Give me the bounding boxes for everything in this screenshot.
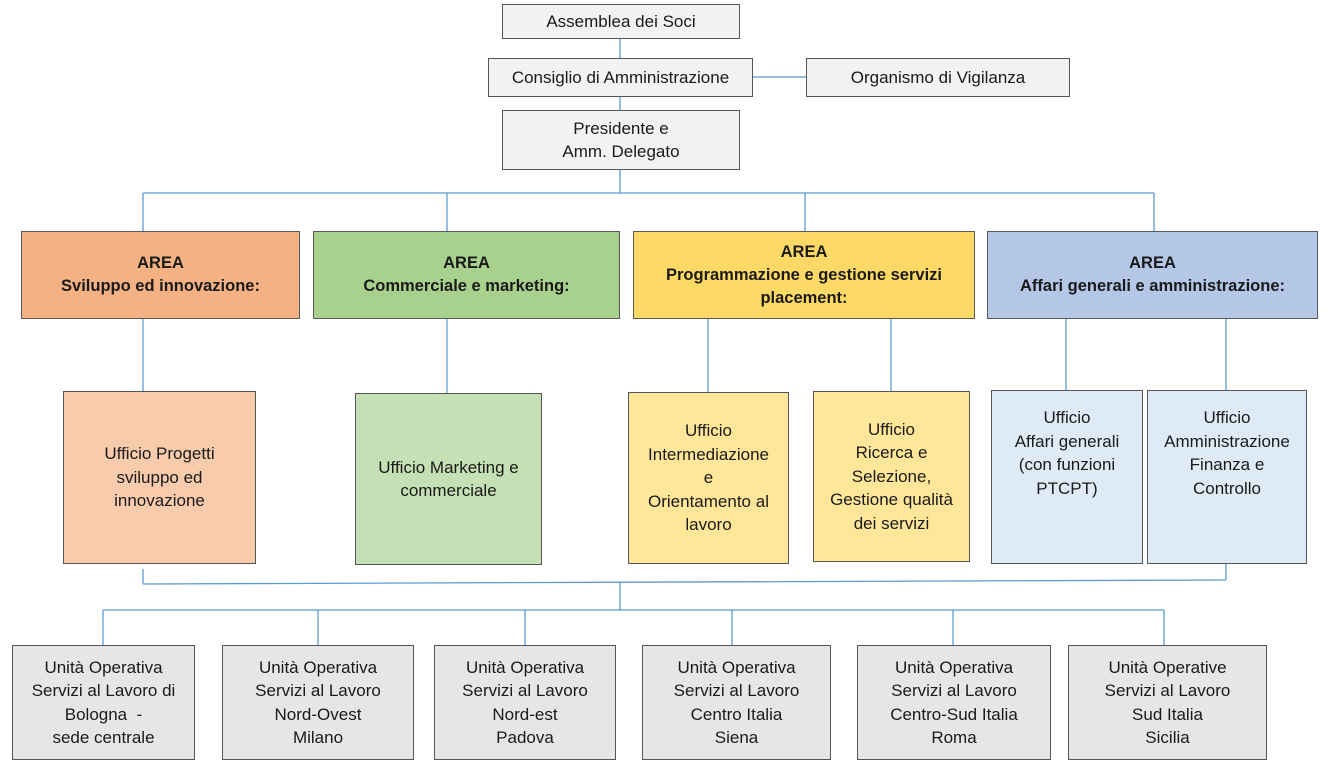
area-title: AREA xyxy=(1129,254,1176,272)
office-line: Amministrazione xyxy=(1164,431,1290,451)
area-title: AREA xyxy=(443,254,490,272)
unit-line: Nord-Ovest xyxy=(274,704,362,724)
office-line: Finanza e xyxy=(1189,455,1265,474)
office-line: Ufficio xyxy=(685,421,732,441)
presidente-line-2: Amm. Delegato xyxy=(562,142,680,161)
assemblea-dei-soci-box: Assemblea dei Soci xyxy=(502,4,740,39)
unit-line: Unità Operativa xyxy=(894,657,1014,677)
area-affari-generali-amministrazione: AREA Affari generali e amministrazione: xyxy=(987,231,1318,319)
unit-line: Servizi al Lavoro xyxy=(1104,681,1231,700)
area-name: Commerciale e marketing: xyxy=(363,277,570,295)
unit-line: Servizi al Lavoro xyxy=(255,681,381,700)
office-line: Gestione qualità xyxy=(830,490,953,510)
unit-roma-box: Unità Operativa Servizi al Lavoro Centro… xyxy=(857,645,1051,760)
area-name: Sviluppo ed innovazione: xyxy=(61,277,260,295)
unit-milano-box: Unità Operativa Servizi al Lavoro Nord-O… xyxy=(222,645,414,760)
office-line: innovazione xyxy=(114,491,205,511)
office-line: Ufficio Marketing e xyxy=(378,457,519,477)
area-title: AREA xyxy=(137,254,184,272)
presidente-box: Presidente e Amm. Delegato xyxy=(502,110,740,170)
ufficio-progetti-box: Ufficio Progetti sviluppo ed innovazione xyxy=(63,391,256,564)
office-line: dei servizi xyxy=(853,513,930,533)
area-title: AREA xyxy=(780,243,828,261)
unit-padova-box: Unità Operativa Servizi al Lavoro Nord-e… xyxy=(434,645,616,760)
office-line: Orientamento al xyxy=(648,491,769,511)
unit-line: Servizi al Lavoro di xyxy=(31,681,176,700)
ufficio-amministrazione-box: Ufficio Amministrazione Finanza e Contro… xyxy=(1147,390,1307,564)
organismo-label: Organismo di Vigilanza xyxy=(850,67,1026,87)
unit-line: Servizi al Lavoro xyxy=(891,681,1017,700)
unit-bologna-box: Unità Operativa Servizi al Lavoro di Bol… xyxy=(12,645,195,760)
unit-line: Siena xyxy=(714,728,759,747)
organismo-vigilanza-box: Organismo di Vigilanza xyxy=(806,58,1070,97)
unit-siena-box: Unità Operativa Servizi al Lavoro Centro… xyxy=(642,645,831,760)
office-line: lavoro xyxy=(685,515,732,535)
office-line: PTCPT) xyxy=(1036,478,1098,498)
area-name-line-2: placement: xyxy=(760,289,848,307)
assemblea-label: Assemblea dei Soci xyxy=(546,11,696,31)
office-line: Selezione, xyxy=(851,466,932,486)
unit-line: Unità Operativa xyxy=(465,657,585,677)
office-line: Ufficio xyxy=(1043,408,1091,427)
office-line: (con funzioni xyxy=(1018,455,1116,474)
unit-line: sede centrale xyxy=(52,728,155,747)
unit-line: Unità Operativa xyxy=(258,657,378,677)
area-name-line-1: Programmazione e gestione servizi xyxy=(665,266,942,284)
unit-line: Nord-est xyxy=(492,704,558,724)
consiglio-amministrazione-box: Consiglio di Amministrazione xyxy=(488,58,753,97)
unit-line: Unità Operativa xyxy=(677,657,796,677)
office-line: e xyxy=(703,468,714,488)
unit-sicilia-box: Unità Operative Servizi al Lavoro Sud It… xyxy=(1068,645,1267,760)
unit-line: Roma xyxy=(931,728,977,747)
office-line: Ufficio Progetti xyxy=(104,444,215,464)
unit-line: Bologna - xyxy=(64,704,143,724)
consiglio-label: Consiglio di Amministrazione xyxy=(511,67,730,87)
unit-line: Unità Operativa xyxy=(44,657,163,677)
unit-line: Sud Italia xyxy=(1132,704,1203,724)
unit-line: Servizi al Lavoro xyxy=(462,681,588,700)
unit-line: Milano xyxy=(292,728,344,747)
area-programmazione-placement: AREA Programmazione e gestione servizi p… xyxy=(633,231,975,319)
ufficio-ricerca-selezione-box: Ufficio Ricerca e Selezione, Gestione qu… xyxy=(813,391,970,562)
office-line: sviluppo ed xyxy=(116,467,203,487)
area-sviluppo-innovazione: AREA Sviluppo ed innovazione: xyxy=(21,231,300,319)
unit-line: Sicilia xyxy=(1145,728,1190,747)
ufficio-affari-generali-box: Ufficio Affari generali (con funzioni PT… xyxy=(991,390,1143,564)
office-line: Controllo xyxy=(1192,478,1262,498)
office-line: Ufficio xyxy=(1203,408,1251,427)
office-line: Ricerca e xyxy=(855,443,928,463)
ufficio-intermediazione-box: Ufficio Intermediazione e Orientamento a… xyxy=(628,392,789,564)
unit-line: Centro Italia xyxy=(690,704,783,724)
unit-line: Padova xyxy=(496,728,554,747)
area-commerciale-marketing: AREA Commerciale e marketing: xyxy=(313,231,620,319)
area-name: Affari generali e amministrazione: xyxy=(1020,277,1285,295)
unit-line: Unità Operative xyxy=(1108,657,1227,677)
unit-line: Centro-Sud Italia xyxy=(890,704,1018,724)
office-line: Ufficio xyxy=(868,419,915,439)
office-line: Intermediazione xyxy=(648,444,769,464)
office-line: Affari generali xyxy=(1014,431,1120,451)
unit-line: Servizi al Lavoro xyxy=(673,681,800,700)
ufficio-marketing-box: Ufficio Marketing e commerciale xyxy=(355,393,542,565)
presidente-line-1: Presidente e xyxy=(573,118,669,138)
office-line: commerciale xyxy=(400,481,497,500)
